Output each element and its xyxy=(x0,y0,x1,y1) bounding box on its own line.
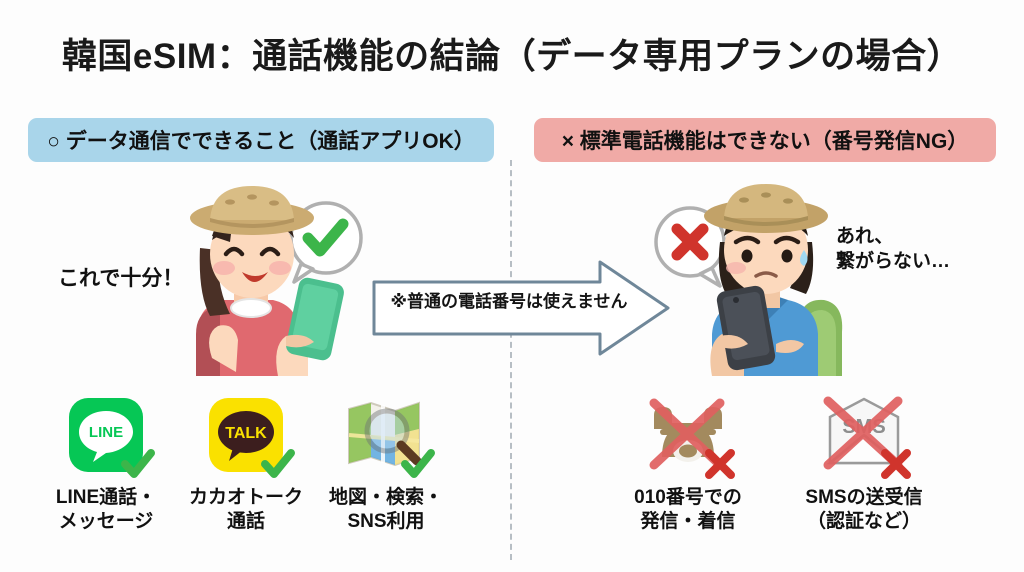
kakaotalk-app-icon: TALK xyxy=(200,392,295,478)
cannot-do-item-list: 010番号での 発信・着信 SMS xyxy=(600,392,1000,535)
label-line-2: メッセージ xyxy=(58,511,154,533)
left-person-caption: これで十分！ xyxy=(58,267,184,290)
left-person-illustration xyxy=(168,176,378,381)
vertical-dashed-divider xyxy=(510,160,512,560)
item-line-call-label: LINE通話・ メッセージ xyxy=(56,486,156,535)
banner-can-do: ○ データ通信でできること（通話アプリOK） xyxy=(28,118,494,162)
rotary-phone-icon xyxy=(642,392,735,479)
item-010-phone-call-label: 010番号での 発信・着信 xyxy=(634,486,742,535)
happy-female-traveler-icon xyxy=(190,186,363,376)
sms-envelope-icon: SMS xyxy=(818,392,911,479)
right-caption-line-1: あれ、 xyxy=(836,226,894,247)
transition-arrow xyxy=(372,258,672,358)
label-line-2: 通話 xyxy=(226,511,265,533)
arrow-label: ※普通の電話番号は使えません xyxy=(390,292,628,311)
folded-map-with-magnifier-icon xyxy=(348,401,422,467)
check-icon xyxy=(261,449,295,478)
label-line-2: 発信・着信 xyxy=(640,511,736,533)
kakaotalk-app-tile: TALK xyxy=(209,398,283,472)
green-smartphone-icon xyxy=(286,277,344,361)
item-map-search-sns: 地図・検索・ SNS利用 xyxy=(316,392,456,535)
item-line-call: LINE LINE通話・ メッセージ xyxy=(36,392,176,535)
label-line-1: LINE通話・ xyxy=(55,487,157,508)
troubled-male-traveler-icon xyxy=(654,184,843,376)
item-010-phone-call: 010番号での 発信・着信 xyxy=(600,392,776,535)
line-app-icon: LINE xyxy=(60,392,155,478)
right-person-caption: あれ、 繋がらない… xyxy=(836,224,950,274)
item-map-search-sns-label: 地図・検索・ SNS利用 xyxy=(329,486,443,535)
kakao-bubble-icon: TALK xyxy=(218,411,274,461)
page-title: 韓国eSIM：通話機能の結論（データ専用プランの場合） xyxy=(61,37,963,76)
banner-cannot-do: × 標準電話機能はできない（番号発信NG） xyxy=(534,118,996,162)
banner-can-do-label: ○ データ通信でできること（通話アプリOK） xyxy=(47,130,475,153)
can-do-item-list: LINE LINE通話・ メッセージ TALK xyxy=(36,392,496,535)
item-kakaotalk-call: TALK カカオトーク 通話 xyxy=(176,392,316,535)
map-search-icon xyxy=(340,392,435,478)
label-line-2: SNS利用 xyxy=(347,511,425,533)
label-line-1: 地図・検索・ xyxy=(328,487,443,508)
arrow-right-icon xyxy=(372,260,670,356)
label-line-1: 010番号での xyxy=(634,487,742,508)
line-bubble-icon: LINE xyxy=(79,411,133,462)
cross-icon xyxy=(881,449,911,479)
cross-icon xyxy=(705,449,735,479)
item-sms: SMS SMSの送受信 （認証など） xyxy=(776,392,952,535)
line-wordmark: LINE xyxy=(89,424,123,441)
item-sms-label: SMSの送受信 （認証など） xyxy=(805,486,922,535)
line-app-tile: LINE xyxy=(69,398,143,472)
item-kakaotalk-call-label: カカオトーク 通話 xyxy=(189,486,303,535)
label-line-1: SMSの送受信 xyxy=(805,487,923,508)
right-person-illustration xyxy=(648,176,858,381)
banner-cannot-do-label: × 標準電話機能はできない（番号発信NG） xyxy=(561,130,969,153)
label-line-2: （認証など） xyxy=(806,511,921,533)
check-icon xyxy=(401,449,435,478)
right-caption-line-2: 繋がらない… xyxy=(836,251,951,273)
check-icon xyxy=(121,449,155,478)
kakao-wordmark: TALK xyxy=(225,425,267,442)
label-line-1: カカオトーク xyxy=(188,487,303,508)
